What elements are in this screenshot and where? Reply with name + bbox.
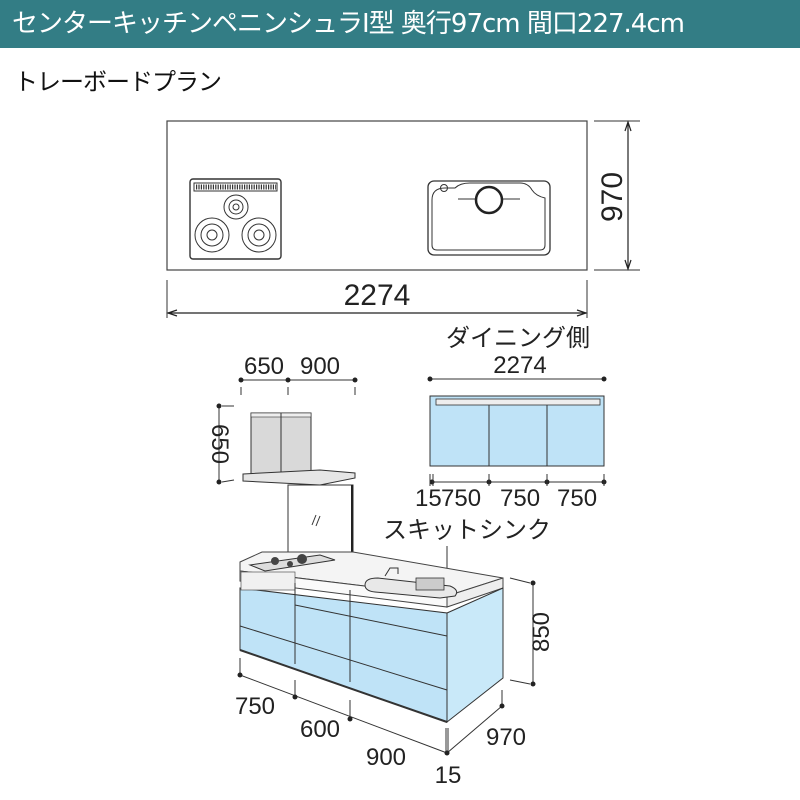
backsplash-glass — [287, 484, 354, 562]
sink-plan-icon — [427, 180, 551, 256]
dining-side-title: ダイニング側 — [446, 325, 590, 352]
dining-side-view: ダイニング側 2274 15 750 750 750 — [415, 325, 607, 512]
front-segment-750: 750 — [235, 693, 275, 720]
front-segment-900: 900 — [366, 744, 406, 771]
plan-width-label: 2274 — [344, 279, 411, 312]
front-height-dimension: 850 — [509, 577, 555, 687]
hood-height-label: 650 — [206, 424, 233, 464]
sink — [364, 577, 458, 599]
dining-segment-750-3: 750 — [557, 485, 597, 512]
hood-width-label-2: 900 — [300, 353, 340, 380]
dining-segment-750-1: 750 — [441, 485, 481, 512]
front-segment-600: 600 — [300, 716, 340, 743]
range-hood: 650 900 650 — [206, 353, 358, 486]
page-title: センターキッチンペニンシュラI型 奥行97cm 間口227.4cm — [0, 0, 800, 48]
plan-depth-label: 970 — [596, 172, 629, 222]
dining-cabinet — [429, 395, 605, 467]
plan-depth-dimension: 970 — [594, 120, 640, 271]
plan-subtitle: トレーボードプラン — [14, 68, 222, 96]
dining-segment-15: 15 — [415, 485, 442, 512]
front-width-dimensions: 750 600 900 15 970 — [235, 658, 526, 789]
front-depth-label: 970 — [486, 724, 526, 751]
hood-width-label-1: 650 — [244, 353, 284, 380]
dining-segment-750-2: 750 — [500, 485, 540, 512]
plan-view: 970 2274 — [166, 120, 640, 318]
stove-plan-icon — [189, 178, 282, 260]
plan-width-dimension: 2274 — [166, 279, 588, 318]
dining-width-label: 2274 — [493, 352, 546, 379]
front-segment-15: 15 — [435, 762, 462, 789]
sink-label: スキットシンク — [383, 517, 551, 544]
front-height-label: 850 — [528, 612, 555, 652]
kitchen-front-view — [239, 551, 504, 724]
